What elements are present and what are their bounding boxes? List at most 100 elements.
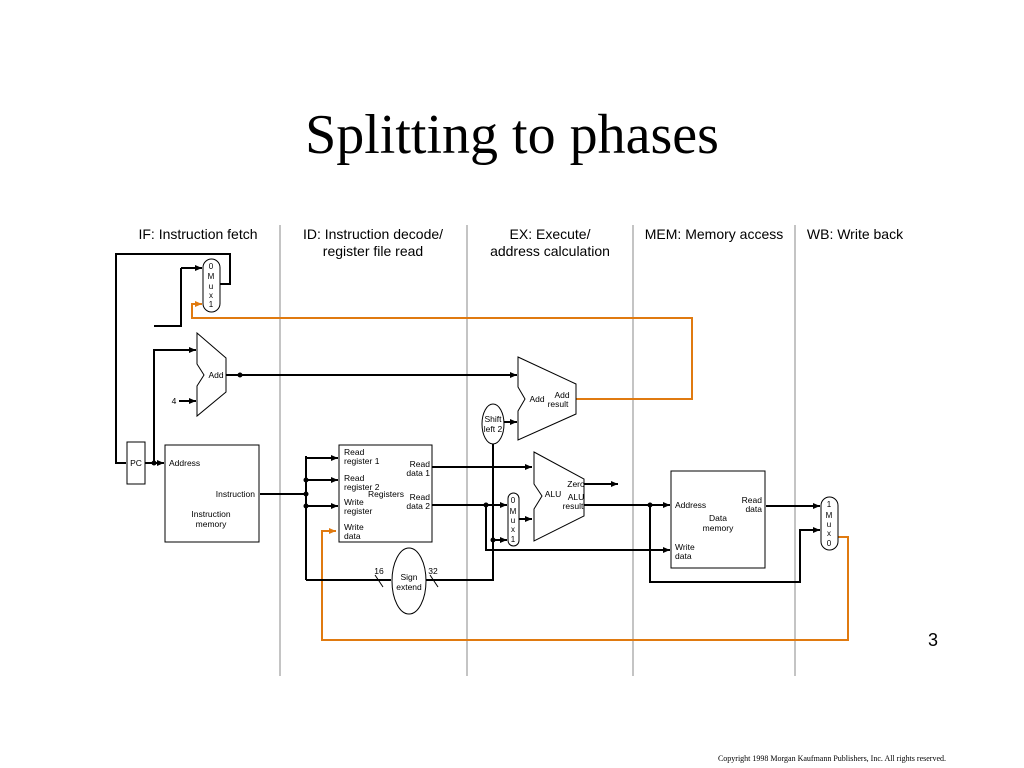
junction-dot xyxy=(303,503,309,509)
alu-zero-label: Zero xyxy=(567,479,585,489)
mux-alu-char: M xyxy=(510,507,517,516)
shift-left-line2: left 2 xyxy=(484,424,503,434)
bit-width-slash-16 xyxy=(374,574,384,588)
page-number: 3 xyxy=(927,630,938,650)
component-labels: 0 M u x 1 PC Add 4 Address Instruction I… xyxy=(130,262,833,592)
branch-adder-result-line2: result xyxy=(548,399,569,409)
reg-write-reg-line2: register xyxy=(344,506,373,516)
reg-write-data-line1: Write xyxy=(344,522,364,532)
junction-dot xyxy=(237,372,243,378)
sign-extend-out-wire xyxy=(426,444,494,581)
mux-alu-src xyxy=(507,492,520,547)
sign-extend xyxy=(391,547,427,615)
junction-dot xyxy=(490,537,496,543)
mux-alu-char: 1 xyxy=(511,535,516,544)
slide-title: Splitting to phases xyxy=(305,104,719,166)
mux-top xyxy=(202,258,221,313)
stage-ex-label-line1: EX: Execute/ xyxy=(510,226,591,242)
alu-result-line1: ALU xyxy=(568,492,585,502)
reg-read-reg2-line1: Read xyxy=(344,473,365,483)
mux-alu-char: 0 xyxy=(511,496,516,505)
pc-to-add-wire xyxy=(153,347,196,463)
mux-writeback xyxy=(820,496,839,551)
pc-register xyxy=(126,441,146,485)
pc-adder xyxy=(196,331,227,418)
sign-extend-out-bits: 32 xyxy=(428,566,438,576)
sign-extend-in-bits: 16 xyxy=(374,566,384,576)
write-data-wire xyxy=(485,505,670,553)
junction-dots xyxy=(151,372,653,543)
mux-wb-char: 0 xyxy=(827,539,832,548)
imem-name-line1: Instruction xyxy=(191,509,230,519)
dmem-read-line2: data xyxy=(745,504,762,514)
reg-read-reg2-line2: register 2 xyxy=(344,482,380,492)
shift-left-2 xyxy=(481,403,505,445)
reg-read-data2-line2: data 2 xyxy=(406,501,430,511)
junction-dot xyxy=(647,502,653,508)
alu xyxy=(533,451,585,542)
components xyxy=(126,258,839,615)
reg-read-data1-line1: Read xyxy=(410,459,431,469)
reg-read-data1-line2: data 1 xyxy=(406,468,430,478)
mux-top-char: x xyxy=(209,291,213,300)
stage-ex-label-line2: address calculation xyxy=(490,243,610,259)
reg-read-data2-line1: Read xyxy=(410,492,431,502)
pc-adder-label: Add xyxy=(208,370,223,380)
dmem-write-line2: data xyxy=(675,551,692,561)
branch-adder-label: Add xyxy=(529,394,544,404)
pc-loop-wire xyxy=(115,253,231,464)
reg-write-data-line2: data xyxy=(344,531,361,541)
mux-top-char: 1 xyxy=(209,300,214,309)
alu-result-line2: result xyxy=(563,501,584,511)
mux-alu-char: u xyxy=(511,516,515,525)
imem-instruction-label: Instruction xyxy=(216,489,255,499)
stage-headers: IF: Instruction fetch ID: Instruction de… xyxy=(138,226,904,259)
copyright-notice: Copyright 1998 Morgan Kaufmann Publisher… xyxy=(717,754,946,763)
branch-adder xyxy=(517,356,577,441)
writeback-feedback-wire xyxy=(321,528,849,641)
mux-wb-char: u xyxy=(827,520,831,529)
mux-top-char: M xyxy=(208,272,215,281)
stage-dividers xyxy=(279,225,796,676)
sign-extend-line2: extend xyxy=(396,582,422,592)
dmem-write-line1: Write xyxy=(675,542,695,552)
shift-left-line1: Shift xyxy=(484,414,502,424)
mux-top-char: u xyxy=(209,282,213,291)
mux-wb-char: x xyxy=(827,529,831,538)
bit-width-slashes xyxy=(374,574,439,588)
junction-dot xyxy=(303,477,309,483)
mux-top-output-wire xyxy=(154,268,182,327)
register-file xyxy=(338,444,433,543)
dmem-address-label: Address xyxy=(675,500,706,510)
reg-read-reg1-line2: register 1 xyxy=(344,456,380,466)
datapath-wires xyxy=(115,253,820,583)
imem-name-line2: memory xyxy=(196,519,227,529)
mux-top-char: 0 xyxy=(209,262,214,271)
mux-wb-char: 1 xyxy=(827,500,832,509)
alu-result-bypass-wire xyxy=(649,505,820,583)
junction-dot xyxy=(151,460,157,466)
const-four-label: 4 xyxy=(172,396,177,406)
reg-write-reg-line1: Write xyxy=(344,497,364,507)
mux-alu-char: x xyxy=(511,525,515,534)
mux-wb-char: M xyxy=(826,511,833,520)
bit-width-slash-32 xyxy=(429,574,439,588)
stage-wb-label: WB: Write back xyxy=(807,226,904,242)
stage-if-label: IF: Instruction fetch xyxy=(138,226,257,242)
junction-dot xyxy=(303,491,309,497)
dmem-name-line1: Data xyxy=(709,513,727,523)
branch-target-feedback-wire xyxy=(191,301,693,400)
junction-dot xyxy=(483,502,489,508)
dmem-name-line2: memory xyxy=(703,523,734,533)
registers-name-label: Registers xyxy=(368,489,404,499)
instruction-memory xyxy=(164,444,260,543)
dmem-read-line1: Read xyxy=(742,495,763,505)
imem-address-label: Address xyxy=(169,458,200,468)
stage-mem-label: MEM: Memory access xyxy=(645,226,783,242)
branch-adder-result-line1: Add xyxy=(554,390,569,400)
feedback-wires xyxy=(191,301,849,641)
pc-label: PC xyxy=(130,458,142,468)
stage-id-label-line2: register file read xyxy=(323,243,423,259)
alu-label: ALU xyxy=(545,489,562,499)
